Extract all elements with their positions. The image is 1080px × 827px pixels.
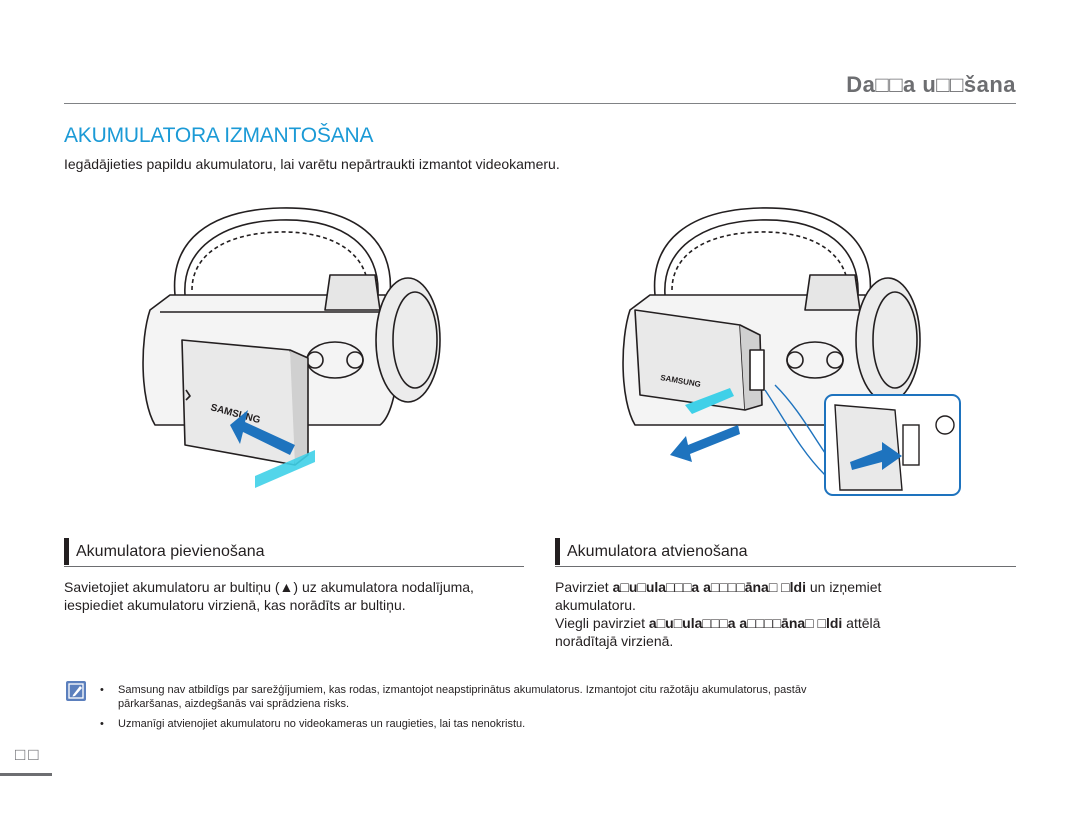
- release-switch-detail-inset: [824, 394, 961, 496]
- detach-battery-illustration: SAMSUNG: [622, 207, 961, 496]
- chapter-title: Da□□a u□□šana: [846, 72, 1016, 97]
- page-number-underline: [0, 773, 52, 776]
- section-title: AKUMULATORA IZMANTOŠANA: [64, 124, 374, 147]
- slide-guide-arrow: [255, 450, 315, 488]
- insert-arrow: [230, 410, 295, 455]
- detach-step-1-cont: akumulatoru.: [555, 597, 636, 613]
- intro-text: Iegādājieties papildu akumulatoru, lai v…: [64, 156, 560, 172]
- subheading-marker: [555, 538, 560, 565]
- release-switch-term: a□u□ula□□□a a□□□□āna□ □ldi: [612, 579, 806, 595]
- attach-battery-illustration: SAMSUNG: [142, 207, 441, 488]
- attach-instructions: Savietojiet akumulatoru ar bultiņu (▲) u…: [64, 578, 534, 614]
- note-item: • Uzmanīgi atvienojiet akumulatoru no vi…: [100, 717, 1000, 731]
- attach-line-2: iespiediet akumulatoru virzienā, kas nor…: [64, 597, 406, 613]
- detach-step-2: Viegli pavirziet a□u□ula□□□a a□□□□āna□ □…: [555, 615, 881, 631]
- detach-subheading: Akumulatora atvienošana: [555, 538, 1016, 567]
- bullet: •: [100, 718, 104, 730]
- attach-line-1: Savietojiet akumulatoru ar bultiņu (▲) u…: [64, 579, 474, 595]
- detach-step-1: Pavirziet a□u□ula□□□a a□□□□āna□ □ldi un …: [555, 579, 882, 595]
- detach-step-2-cont: norādītajā virzienā.: [555, 633, 674, 649]
- note-item: • Samsung nav atbildīgs par sarežģījumie…: [100, 683, 1000, 711]
- detach-instructions: Pavirziet a□u□ula□□□a a□□□□āna□ □ldi un …: [555, 578, 1025, 650]
- attach-subheading: Akumulatora pievienošana: [64, 538, 524, 567]
- subheading-marker: [64, 538, 69, 565]
- remove-arrow: [670, 425, 740, 462]
- note-1-line-2: pārkaršanas, aizdegšanās vai sprādziena …: [118, 698, 350, 710]
- detach-heading-text: Akumulatora atvienošana: [567, 543, 748, 560]
- note-1-line-1: Samsung nav atbildīgs par sarežģījumiem,…: [118, 684, 807, 696]
- note-2: Uzmanīgi atvienojiet akumulatoru no vide…: [118, 718, 526, 730]
- notes-list: • Samsung nav atbildīgs par sarežģījumie…: [100, 683, 1000, 737]
- release-switch-term: a□u□ula□□□a a□□□□āna□ □ldi: [648, 615, 843, 631]
- bullet: •: [100, 684, 104, 696]
- note-pencil-icon: [66, 681, 86, 701]
- slide-release-arrow: [685, 388, 734, 414]
- attach-heading-text: Akumulatora pievienošana: [76, 543, 265, 560]
- header-divider: [64, 103, 1016, 104]
- page-number: □□: [15, 745, 42, 764]
